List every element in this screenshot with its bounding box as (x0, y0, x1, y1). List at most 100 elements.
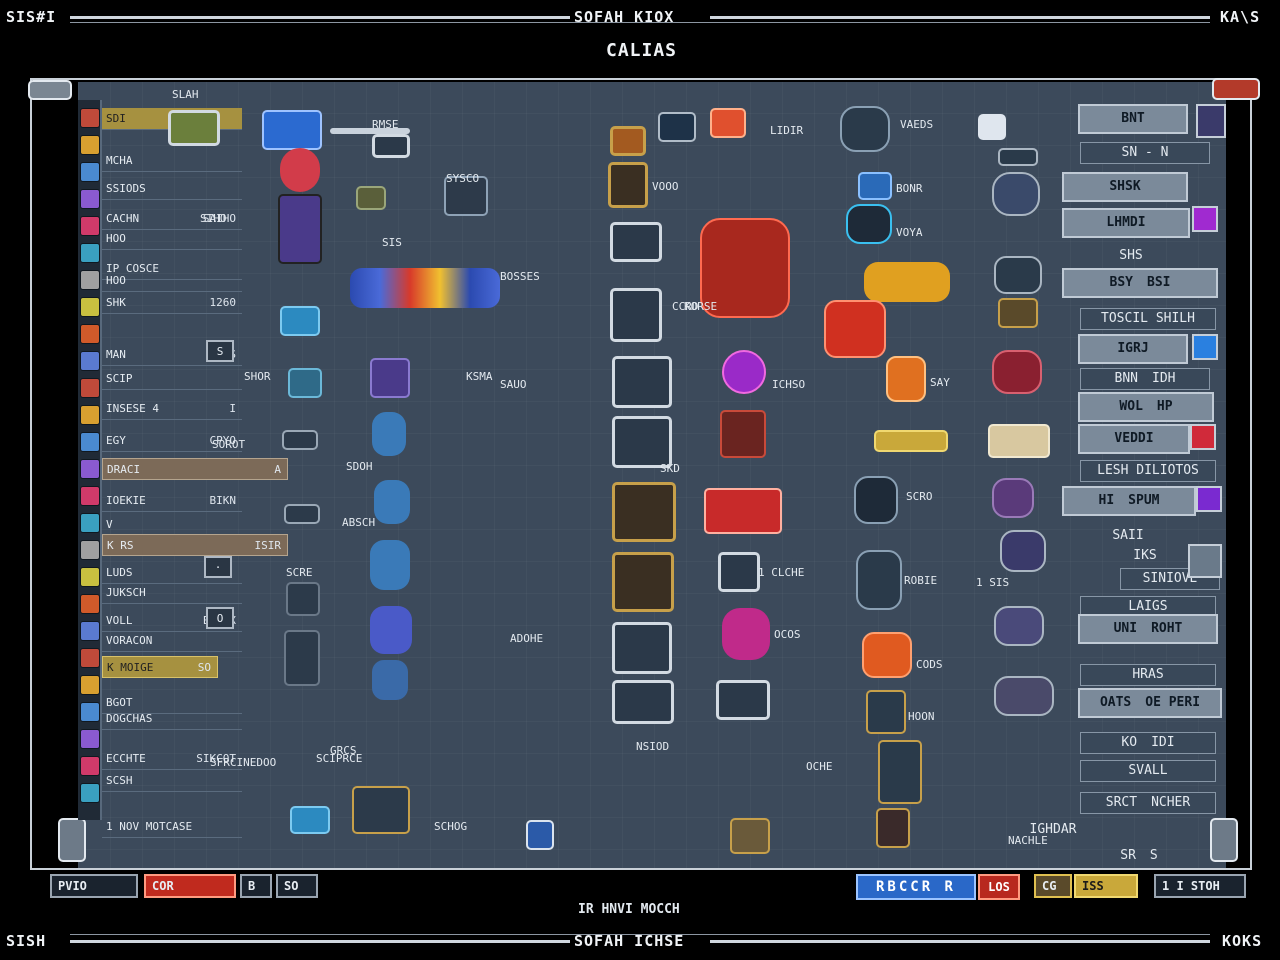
orange-armor-icon[interactable] (886, 356, 926, 402)
right-panel-item[interactable]: IKS (1120, 546, 1170, 568)
bottom-slot-3[interactable]: B (240, 874, 272, 898)
bottom-slot-4[interactable]: SO (276, 874, 318, 898)
strip-icon[interactable] (80, 540, 100, 560)
robot-icon-2[interactable] (994, 256, 1042, 294)
helmet-icon-1[interactable] (840, 106, 890, 152)
hero-sprite[interactable] (262, 110, 332, 270)
chest-icon[interactable] (998, 298, 1038, 328)
item-slot-3[interactable] (356, 186, 386, 210)
strip-icon[interactable] (80, 513, 100, 533)
list-item[interactable]: VORACON (102, 630, 242, 652)
creature-1[interactable] (370, 358, 410, 398)
right-panel-item[interactable]: IGRJ (1078, 334, 1188, 364)
blue-action-button[interactable]: RBCCR R (856, 874, 976, 900)
list-item[interactable]: LUDS (102, 562, 242, 584)
right-panel-item[interactable]: BNT (1078, 104, 1188, 134)
list-item[interactable]: V (102, 514, 242, 536)
strip-icon[interactable] (80, 378, 100, 398)
card-icon-c[interactable] (718, 552, 760, 592)
right-panel-item[interactable]: SN - N (1080, 142, 1210, 164)
right-panel-item[interactable]: SAII (1108, 526, 1148, 548)
gold-label-plate[interactable] (874, 430, 948, 452)
list-item[interactable]: JUKSCH (102, 582, 242, 604)
magenta-creature[interactable] (722, 608, 770, 660)
item-slot-9[interactable] (286, 582, 320, 616)
creature-2[interactable] (372, 412, 406, 456)
robot-icon-1[interactable] (992, 172, 1040, 216)
gem-purple-1[interactable] (1196, 104, 1226, 138)
helmet-icon-5[interactable] (856, 550, 902, 610)
gold-slot-2[interactable]: ISS (1074, 874, 1138, 898)
creature-5[interactable] (370, 606, 412, 654)
strip-icon[interactable] (80, 702, 100, 722)
list-item[interactable]: HOO (102, 270, 242, 292)
item-slot-1[interactable] (168, 110, 220, 146)
mask-icon[interactable] (992, 350, 1042, 394)
card-slot-2[interactable] (608, 162, 648, 208)
bottom-slot-right[interactable]: 1 I STOH (1154, 874, 1246, 898)
card-slot-9[interactable] (612, 622, 672, 674)
icon-slot-a[interactable] (658, 112, 696, 142)
gem-purple-2[interactable] (1192, 206, 1218, 232)
strip-icon[interactable] (80, 621, 100, 641)
item-slot-8[interactable] (284, 504, 320, 524)
strip-icon[interactable] (80, 162, 100, 182)
gem-gray-1[interactable] (1188, 544, 1222, 578)
strip-icon[interactable] (80, 459, 100, 479)
strip-icon[interactable] (80, 405, 100, 425)
gem-purple-3[interactable] (1196, 486, 1222, 512)
item-slot-13[interactable] (526, 820, 554, 850)
list-item[interactable]: BGOT (102, 692, 242, 714)
list-item[interactable]: HOO (102, 228, 242, 250)
item-slot-7[interactable] (282, 430, 318, 450)
bottom-slot-2[interactable]: COR (144, 874, 236, 898)
item-slot-12[interactable] (352, 786, 410, 834)
bottom-slot-1[interactable]: PVIO (50, 874, 138, 898)
gem-red-1[interactable] (1190, 424, 1216, 450)
list-item[interactable]: DOGCHAS (102, 708, 242, 730)
strip-icon[interactable] (80, 729, 100, 749)
list-minibox-2[interactable]: O (206, 607, 234, 629)
card-slot-4[interactable] (610, 288, 662, 342)
orb-sprite[interactable] (722, 350, 766, 394)
item-slot-6[interactable] (288, 368, 322, 398)
card-slot-3[interactable] (610, 222, 662, 262)
helmet-icon-3[interactable] (846, 204, 892, 244)
card-icon-d[interactable] (716, 680, 770, 720)
strip-icon[interactable] (80, 108, 100, 128)
creature-6[interactable] (372, 660, 408, 700)
right-panel-item[interactable]: LHMDI (1062, 208, 1190, 238)
item-slot-4[interactable] (444, 176, 488, 216)
list-item[interactable]: SCSH (102, 770, 242, 792)
card-slot-1[interactable] (610, 126, 646, 156)
strip-icon[interactable] (80, 486, 100, 506)
gold-wings-icon[interactable] (864, 262, 950, 302)
boss-sprite[interactable] (700, 218, 790, 318)
list-item[interactable]: IP COSCE (102, 258, 242, 280)
list-minibox-1[interactable]: S (206, 340, 234, 362)
strip-icon[interactable] (80, 243, 100, 263)
item-slot-2[interactable] (372, 134, 410, 158)
strip-icon[interactable] (80, 216, 100, 236)
item-slot-5[interactable] (280, 306, 320, 336)
small-icon-8[interactable] (878, 740, 922, 804)
monster-row-sprite[interactable] (350, 268, 500, 308)
item-bottom-mid[interactable] (730, 818, 770, 854)
strip-icon[interactable] (80, 594, 100, 614)
small-icon-7[interactable] (866, 690, 906, 734)
card-slot-10[interactable] (612, 680, 674, 724)
red-armor-icon[interactable] (824, 300, 886, 358)
right-panel-item[interactable]: SHS (1116, 246, 1146, 268)
